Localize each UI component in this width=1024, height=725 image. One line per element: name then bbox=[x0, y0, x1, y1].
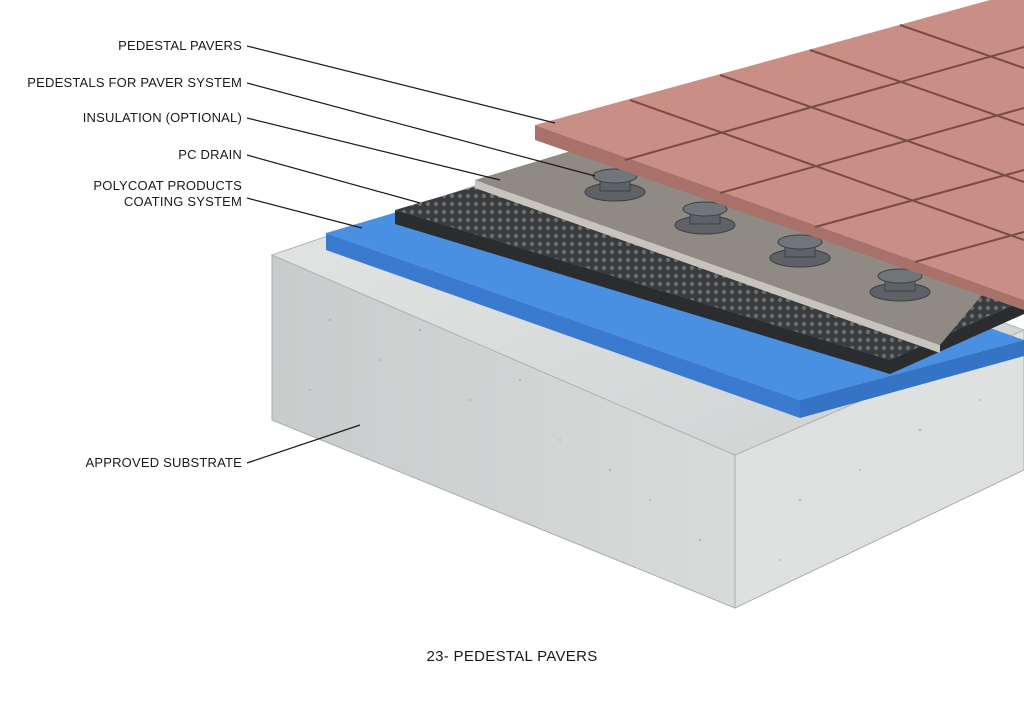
leader-pedestal-pavers bbox=[246, 45, 556, 124]
pedestal bbox=[869, 268, 931, 302]
label-pc-drain: PC DRAIN bbox=[178, 147, 242, 162]
pedestal bbox=[674, 201, 736, 235]
pedestal bbox=[769, 234, 831, 268]
pedestals bbox=[584, 168, 931, 302]
label-coating-line2: COATING SYSTEM bbox=[123, 194, 242, 209]
leader-substrate bbox=[246, 424, 361, 464]
leader-pc-drain bbox=[246, 154, 421, 204]
pedestal bbox=[584, 168, 646, 202]
label-coating-line1: POLYCOAT PRODUCTS bbox=[93, 178, 242, 193]
label-insulation-optional: INSULATION (OPTIONAL) bbox=[82, 110, 242, 125]
leader-pedestals bbox=[246, 82, 596, 177]
leader-insulation bbox=[246, 117, 501, 181]
label-approved-substrate: APPROVED SUBSTRATE bbox=[85, 455, 242, 470]
label-pedestals-for-paver-system: PEDESTALS FOR PAVER SYSTEM bbox=[27, 75, 242, 90]
leader-lines bbox=[246, 45, 596, 464]
diagram-caption: 23- PEDESTAL PAVERS bbox=[426, 648, 598, 665]
label-polycoat-coating-system: POLYCOAT PRODUCTS COATING SYSTEM bbox=[93, 178, 242, 210]
pedestal-pavers bbox=[535, 0, 1024, 310]
leader-coating bbox=[246, 197, 363, 229]
label-pedestal-pavers: PEDESTAL PAVERS bbox=[118, 38, 242, 53]
